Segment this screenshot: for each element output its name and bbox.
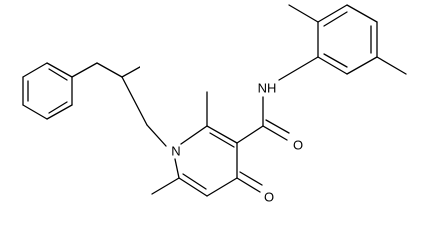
amide-group	[236, 96, 290, 144]
pyridinone-ring	[174, 125, 238, 197]
chemical-structure: N O O NH	[22, 4, 407, 205]
chain-to-nitrogen	[121, 76, 167, 147]
ortho-methyl-bond	[288, 4, 319, 23]
phenyl-ring	[22, 62, 73, 120]
dimethylphenyl-ring	[278, 4, 378, 81]
ketone-oxygen-label: O	[264, 190, 274, 205]
meta-methyl-bond	[376, 56, 407, 75]
ketone-group	[236, 171, 263, 193]
amide-oxygen-label: O	[293, 138, 303, 153]
methyl-c6-bond	[151, 177, 180, 195]
molecule-canvas: N O O NH	[22, 4, 407, 205]
amide-nh-label: NH	[258, 81, 277, 96]
nitrogen-ring-label: N	[171, 144, 180, 159]
